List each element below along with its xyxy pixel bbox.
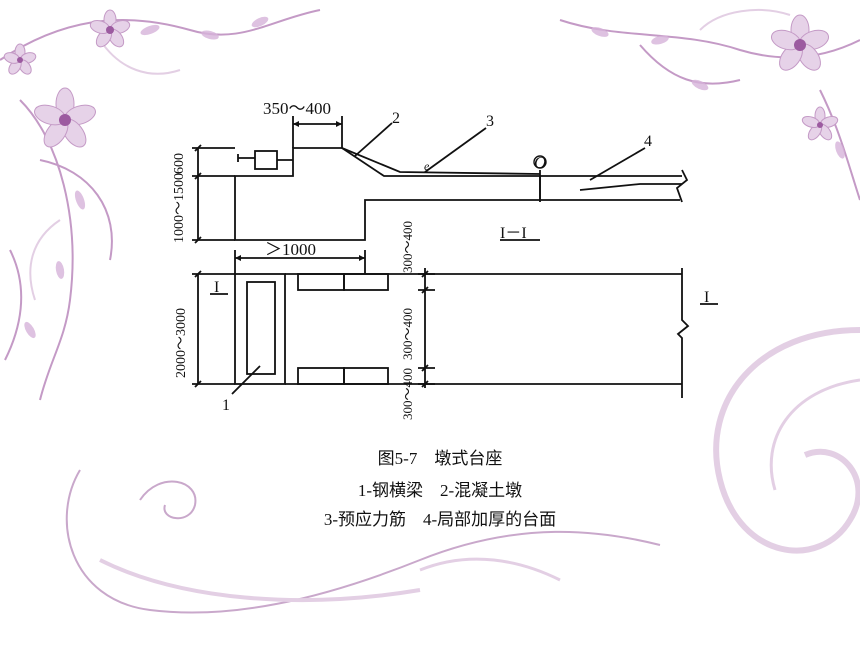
dim-left-upper: 600: [172, 153, 187, 174]
figure-caption-title: 图5-7 墩式台座: [377, 449, 503, 468]
flower-top-left-small: [89, 9, 131, 48]
steel-beam-jack: [254, 150, 278, 170]
abutment-drawing: 350～400 2 3 4 O e I－I 600 1000～1500 ＞100…: [172, 99, 718, 420]
swirl-bottom-left: [65, 469, 661, 614]
section-mark-left: I: [214, 279, 219, 296]
marker-1: 1: [222, 397, 230, 414]
prestressing-tendon-line: [341, 147, 541, 175]
plan-block-bottom-2: [343, 367, 389, 385]
leaves-top-left: [24, 16, 269, 339]
dim-left-lower: 1000～1500: [172, 173, 187, 243]
dim-plan-height: 2000～3000: [174, 308, 189, 378]
plan-block-bottom-1: [297, 367, 345, 385]
marker-o: O: [534, 153, 546, 172]
flower-top-right-small: [801, 106, 839, 141]
section-mark-right: I: [704, 289, 709, 306]
pier-plan: [234, 273, 286, 385]
swirl-bottom-right: [713, 327, 860, 554]
plan-block-top-1: [297, 273, 345, 291]
concrete-pier-outline: [234, 147, 541, 241]
section-label: I－I: [500, 225, 527, 242]
leader-4: [589, 147, 646, 181]
dim-top-line: [292, 116, 343, 148]
dim-right-bottom: 300～400: [400, 368, 415, 420]
leader-1: [231, 365, 261, 395]
jack-rod: [237, 154, 293, 162]
leaves-top-right: [591, 27, 845, 159]
figure-caption-legend-1: 1-钢横梁 2-混凝土墩: [357, 481, 523, 500]
plan-block-top-2: [343, 273, 389, 291]
dim-right: [418, 268, 435, 388]
dim-right-top: 300～400: [400, 221, 415, 273]
marker-3: 3: [486, 113, 494, 130]
marker-e: e: [424, 159, 430, 173]
dim-top: 350～400: [263, 99, 331, 118]
leader-2: [354, 122, 393, 157]
break-line-plan: [676, 268, 690, 398]
flower-top-right-large: [770, 14, 830, 71]
marker-4: 4: [644, 133, 652, 150]
dim-plan-width: ＞1000: [265, 240, 316, 259]
marker-2: 2: [392, 110, 400, 127]
flower-top-left-large: [34, 87, 96, 148]
flower-top-left-tiny: [3, 43, 37, 75]
dim-left-line: [192, 147, 235, 241]
steel-beam-plan: [246, 281, 276, 375]
leader-3: [424, 127, 487, 173]
break-line-elevation: [675, 169, 689, 203]
figure-caption-legend-2: 3-预应力筋 4-局部加厚的台面: [323, 510, 557, 529]
point-o-marker: [533, 155, 547, 169]
dim-right-mid: 300～400: [400, 308, 415, 360]
dim-plan-width: [234, 250, 366, 274]
thickened-slab-outline: [540, 175, 682, 201]
